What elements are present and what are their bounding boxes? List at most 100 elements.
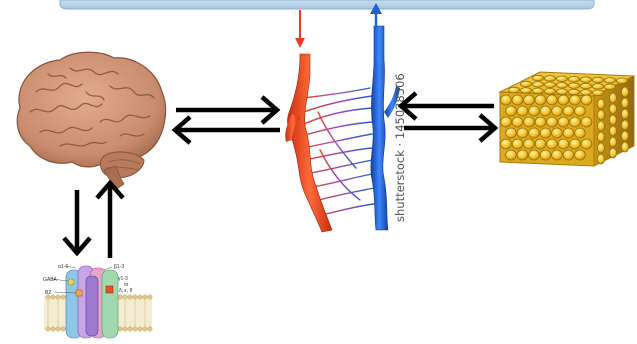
fat-cell	[581, 95, 592, 105]
fat-cell	[512, 117, 523, 127]
top-banner	[60, 0, 594, 9]
fat-cell	[501, 95, 512, 105]
arrow-up-to-brain	[97, 183, 123, 258]
vein	[371, 26, 388, 230]
receptor-label-bz: BZ	[45, 290, 51, 296]
fat-cell	[558, 117, 569, 127]
fat-cell	[512, 139, 523, 149]
fat-cell	[575, 150, 586, 160]
fat-cell	[563, 106, 574, 116]
artery-inflow-arrow	[295, 10, 305, 48]
fat-cell	[597, 110, 604, 120]
fat-cell	[544, 88, 555, 94]
fat-cell	[621, 131, 628, 141]
fat-cell	[532, 82, 543, 88]
fat-cell	[570, 117, 581, 127]
fat-cell	[517, 150, 528, 160]
fat-cell	[609, 126, 616, 136]
receptor-subunits	[66, 266, 118, 338]
fat-cell	[621, 109, 628, 119]
fat-cell	[609, 137, 616, 147]
fat-cell	[540, 128, 551, 138]
fat-cell	[532, 75, 543, 81]
fat-cell	[556, 76, 567, 82]
fat-cell	[609, 115, 616, 125]
fat-cell	[535, 95, 546, 105]
fat-cell	[506, 106, 517, 116]
brain-receptor-arrows	[64, 183, 123, 258]
receptor-label-gaba: GABA	[43, 277, 58, 283]
fat-cell	[609, 148, 616, 158]
arrow-right-to-vessels	[176, 97, 277, 123]
fat-cell	[597, 132, 604, 142]
fat-cell	[575, 106, 586, 116]
brain-icon	[17, 52, 165, 188]
receptor-label-delta: δ, ε, θ	[119, 288, 133, 294]
fat-cell	[535, 139, 546, 149]
brain-vessels-arrows	[175, 97, 280, 143]
fat-cell	[529, 128, 540, 138]
fat-cell	[592, 90, 603, 96]
fat-cell	[609, 93, 616, 103]
fat-cell	[544, 76, 555, 82]
fat-cell	[517, 128, 528, 138]
fat-cell	[568, 76, 579, 82]
arrow-right-to-adipose	[404, 115, 495, 141]
fat-cell	[544, 82, 555, 88]
fat-cell	[501, 117, 512, 127]
fat-cell	[597, 99, 604, 109]
fat-cell	[529, 106, 540, 116]
receptor-label-alpha: α1-6	[58, 264, 68, 270]
fat-cell	[552, 128, 563, 138]
fat-cell	[506, 128, 517, 138]
fat-cell	[517, 106, 528, 116]
fat-cell	[558, 95, 569, 105]
fat-cell	[508, 87, 519, 93]
fat-cell	[520, 88, 531, 94]
fat-cell	[558, 139, 569, 149]
fat-cell	[604, 78, 615, 84]
fat-cell	[616, 78, 627, 84]
vessels-adipose-arrows	[401, 93, 495, 141]
fat-cell	[524, 117, 535, 127]
fat-cell	[506, 150, 517, 160]
fat-cell	[580, 77, 591, 83]
fat-cell	[621, 87, 628, 97]
fat-cell	[535, 117, 546, 127]
fat-cell	[597, 154, 604, 164]
fat-cell	[580, 90, 591, 96]
fat-cell	[592, 84, 603, 90]
fat-cell	[592, 77, 603, 83]
fat-cell	[540, 150, 551, 160]
fat-cell	[529, 150, 540, 160]
fat-cell	[552, 106, 563, 116]
fat-cell	[524, 139, 535, 149]
fat-cell	[524, 95, 535, 105]
fat-cell	[563, 128, 574, 138]
fat-cell	[547, 139, 558, 149]
fat-cell	[501, 139, 512, 149]
fat-cell	[621, 120, 628, 130]
fat-cell	[520, 81, 531, 87]
fat-cell	[512, 95, 523, 105]
fat-cell	[597, 121, 604, 131]
fat-cell	[609, 104, 616, 114]
fat-cell	[563, 150, 574, 160]
fat-cell	[532, 88, 543, 94]
fat-cell	[540, 106, 551, 116]
fat-cell	[547, 95, 558, 105]
gaba-a-receptor-icon: α1-6 GABA BZ β1-3 γ1-3 or δ, ε, θ	[43, 264, 152, 338]
fat-cell	[621, 142, 628, 152]
fat-cell	[570, 139, 581, 149]
fat-cell	[547, 117, 558, 127]
fat-cell	[570, 95, 581, 105]
adipose-tissue-block-icon	[500, 72, 634, 166]
fat-cell	[581, 139, 592, 149]
fat-cell	[581, 117, 592, 127]
arrow-down-to-receptor	[64, 190, 90, 253]
watermark: shutterstock · 145028506	[393, 73, 407, 222]
watermark-text: shutterstock · 145028506	[393, 73, 407, 222]
fat-cell	[568, 83, 579, 89]
fat-cell	[621, 98, 628, 108]
